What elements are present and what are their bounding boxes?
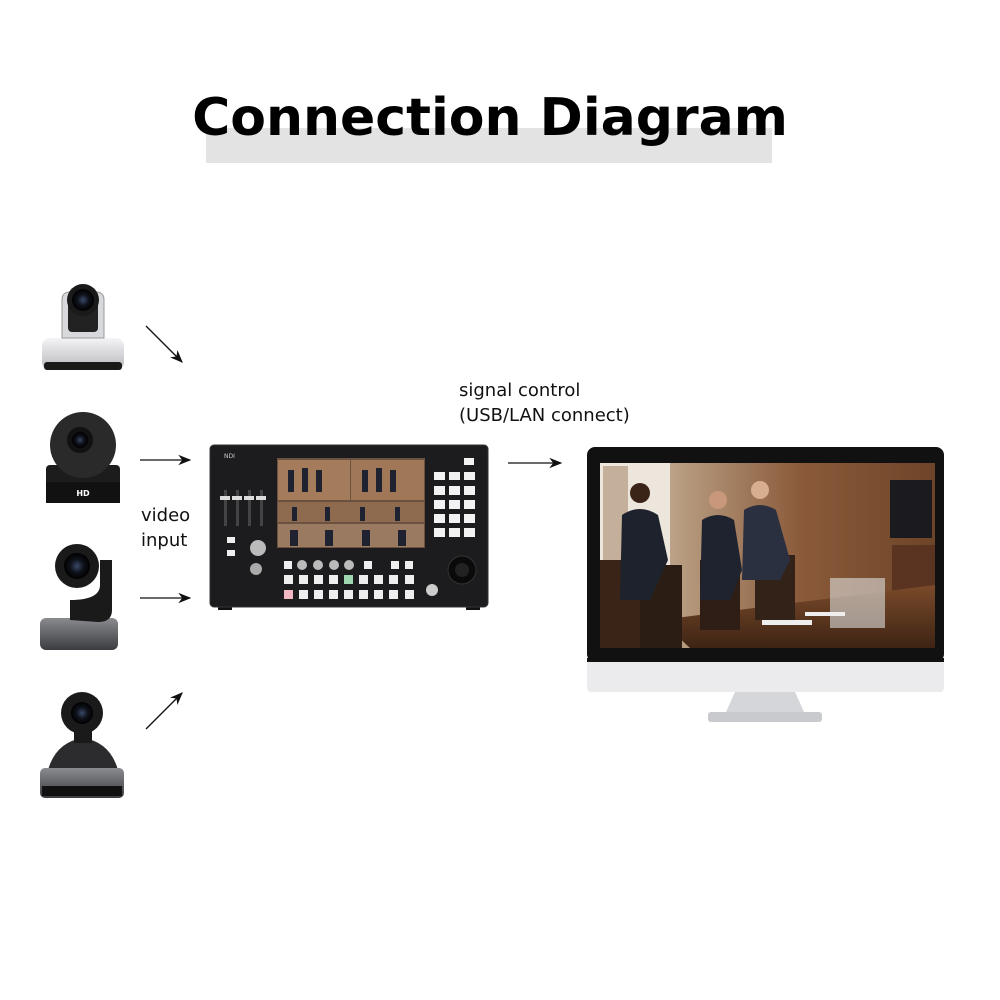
video-input-label: video input bbox=[141, 503, 190, 553]
arrow-camera4-to-controller bbox=[145, 692, 183, 730]
signal-control-label-line2: (USB/LAN connect) bbox=[459, 405, 630, 426]
hd-badge: HD bbox=[76, 489, 90, 498]
switcher-controller: NDI bbox=[209, 444, 489, 610]
ptz-camera-silver bbox=[42, 284, 124, 370]
title-highlight-band bbox=[206, 128, 772, 163]
conference-room-image bbox=[600, 463, 935, 648]
video-input-label-line2: input bbox=[141, 530, 188, 551]
ptz-camera-gray bbox=[40, 692, 124, 798]
ptz-camera-arm bbox=[40, 544, 118, 650]
video-input-label-line1: video bbox=[141, 505, 191, 526]
arrow-camera1-to-controller bbox=[145, 325, 183, 363]
signal-control-label-line1: signal control bbox=[459, 380, 581, 401]
ptz-camera-black-hd: HD bbox=[46, 412, 120, 503]
display-monitor bbox=[587, 447, 944, 722]
signal-control-label: signal control (USB/LAN connect) bbox=[459, 378, 630, 428]
page-title: Connection Diagram bbox=[192, 88, 788, 148]
controller-brand: NDI bbox=[224, 453, 235, 460]
